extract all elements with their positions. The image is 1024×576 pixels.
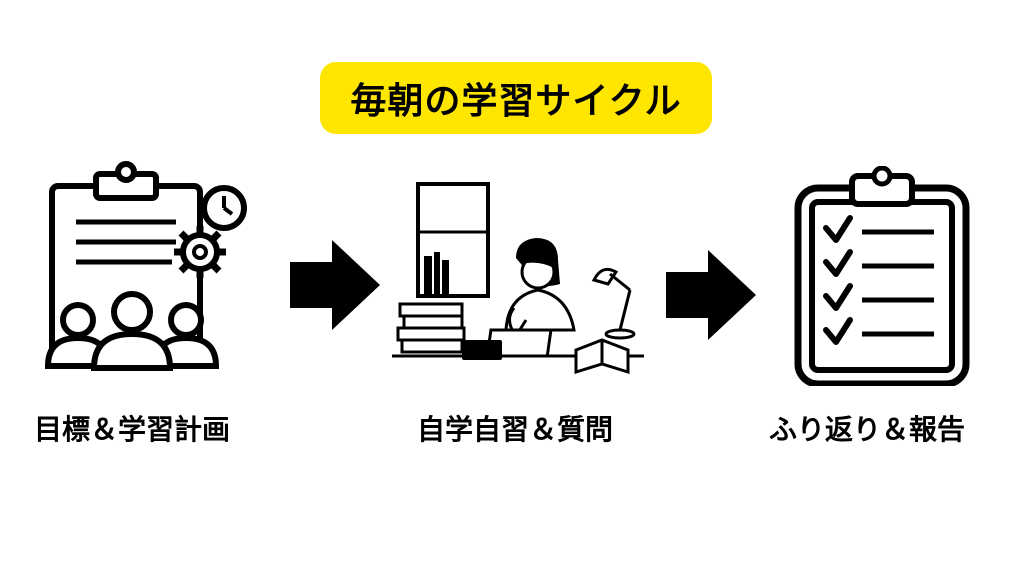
clipboard-team-planning-icon (40, 160, 250, 375)
right-arrow-icon (290, 240, 380, 330)
step-label-1: 目標＆学習計画 (33, 413, 230, 446)
right-arrow-icon (666, 250, 756, 340)
diagram-title: 毎朝の学習サイクル (350, 81, 682, 122)
checklist-clipboard-icon (792, 166, 972, 386)
title-badge: 毎朝の学習サイクル (320, 62, 712, 134)
step-label-2: 自学自習＆質問 (416, 413, 613, 446)
step-label-3: ふり返り＆報告 (768, 413, 965, 446)
student-studying-at-desk-icon (388, 180, 648, 380)
